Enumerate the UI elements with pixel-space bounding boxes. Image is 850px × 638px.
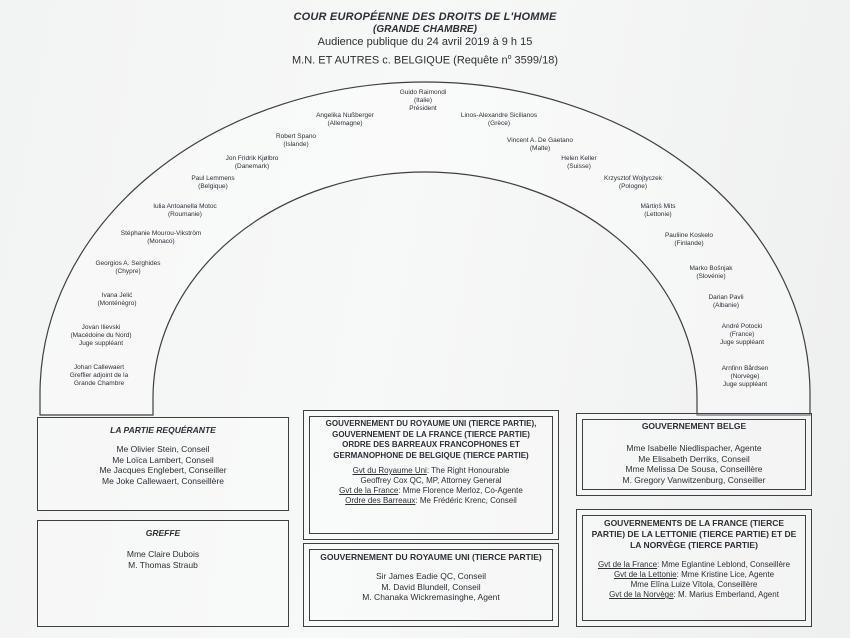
judge-seat: Georgios A. Serghides(Chypre) — [95, 260, 161, 275]
uk-government-box: GOUVERNEMENT DU ROYAUME UNI (TIERCE PART… — [303, 543, 559, 627]
third-party-box: GOUVERNEMENT DU ROYAUME UNI (TIERCE PART… — [303, 410, 559, 540]
box-title: GOUVERNEMENTS DE LA FRANCE (TIERCE PARTI… — [591, 518, 797, 550]
judge-seat: Ivana Jelić(Monténégro) — [97, 292, 137, 307]
list-item: Me Olivier Stein, Conseil — [116, 444, 210, 454]
arch-outline — [39, 81, 811, 416]
court-title: COUR EUROPÉENNE DES DROITS DE L'HOMME — [293, 11, 557, 23]
third-governments-list: Gvt de la France: Mme Eglantine Leblond,… — [587, 560, 801, 600]
box-inner-border — [582, 515, 806, 621]
list-item: M. Chanaka Wickremasinghe, Agent — [362, 592, 500, 602]
judge-seat: Linos-Alexandre Sicilianos(Grèce) — [460, 112, 538, 127]
judge-seat: Angelika Nußberger(Allemagne) — [316, 112, 374, 127]
list-item: M. David Blundell, Conseil — [381, 581, 481, 592]
list-item: Gvt du Royaume Uni: The Right Honourable — [352, 466, 510, 475]
uk-list: Sir James Eadie QC, Conseil M. David Blu… — [318, 571, 544, 603]
judge-seat: André Potocki(France)Juge suppléant — [719, 323, 765, 346]
list-item: Geoffrey Cox QC, MP, Attorney General — [360, 476, 502, 485]
registry-list: Mme Claire Dubois M. Thomas Straub — [38, 549, 288, 570]
list-item: Me Jacques Englebert, Conseiller — [99, 465, 227, 475]
box-inner-border — [309, 416, 553, 534]
applicant-list: Me Olivier Stein, Conseil Me Loïca Lambe… — [38, 444, 288, 486]
box-title: GOUVERNEMENT DU ROYAUME UNI (TIERCE PART… — [320, 552, 542, 562]
judge-seat: Darian Pavli(Albanie) — [708, 294, 744, 309]
document-header: COUR EUROPÉENNE DES DROITS DE L'HOMME (G… — [0, 11, 850, 67]
box-title: LA PARTIE REQUÉRANTE — [110, 425, 216, 435]
belgian-list: Mme Isabelle Niedlispacher, Agente Me El… — [585, 443, 803, 485]
list-item: Mme Elīna Luize Vītola, Conseillère — [630, 580, 758, 589]
registry-box: GREFFE Mme Claire Dubois M. Thomas Strau… — [37, 520, 289, 627]
chamber-subtitle: (GRANDE CHAMBRE) — [373, 24, 477, 35]
box-inner-border — [582, 419, 806, 490]
judge-seat: Mārtiņš Mits(Lettonie) — [640, 203, 676, 218]
list-item: Ordre des Barreaux: Me Frédéric Krenc, C… — [345, 496, 517, 505]
judge-seat: Helen Keller(Suisse) — [561, 155, 597, 170]
judge-seat: Robert Spano(Islande) — [275, 133, 317, 148]
judge-seat: Jovan Ilievski(Macédoine du Nord)Juge su… — [70, 324, 132, 347]
box-inner-border — [309, 549, 553, 621]
judge-seat: Vincent A. De Gaetano(Malte) — [506, 137, 574, 152]
judge-seat: Marko Bošnjak(Slovénie) — [689, 265, 733, 280]
box-title: GOUVERNEMENT DU ROYAUME UNI (TIERCE PART… — [325, 419, 537, 460]
judge-seat: Guido Raimondi(Italie)Président — [399, 89, 447, 112]
box-title: GREFFE — [145, 528, 181, 538]
judge-seat: Stéphanie Mourou-Vikström(Monaco) — [120, 230, 202, 245]
list-item: Gvt de la Lettonie: Mme Kristine Lice, A… — [613, 570, 775, 579]
applicant-party-box: LA PARTIE REQUÉRANTE Me Olivier Stein, C… — [37, 417, 289, 511]
list-item: Mme Isabelle Niedlispacher, Agente — [626, 443, 762, 453]
judge-seat: Iulia Antoanella Motoc(Roumanie) — [153, 203, 217, 218]
list-item: Mme Claire Dubois — [126, 549, 200, 559]
list-item: M. Thomas Straub — [128, 559, 198, 570]
third-party-list: Gvt du Royaume Uni: The Right Honourable… — [318, 466, 544, 506]
judge-seat: Paul Lemmens(Belgique) — [191, 175, 235, 190]
list-item: M. Gregory Vanwitzenburg, Conseiller — [622, 474, 766, 485]
judge-seat: Pauliine Koskelo(Finlande) — [664, 232, 714, 247]
list-item: Me Joke Callewaert, Conseillère — [102, 475, 224, 486]
third-governments-box: GOUVERNEMENTS DE LA FRANCE (TIERCE PARTI… — [576, 509, 812, 627]
list-item: Gvt de la France: Mme Florence Merloz, C… — [339, 486, 523, 495]
judge-seat: Krzysztof Wojtyczek(Pologne) — [603, 175, 663, 190]
list-item: Me Loïca Lambert, Conseil — [112, 454, 214, 465]
list-item: Mme Melissa De Sousa, Conseillère — [625, 464, 763, 474]
session-line: Audience publique du 24 avril 2019 à 9 h… — [317, 36, 533, 48]
belgian-government-box: GOUVERNEMENT BELGE Mme Isabelle Niedlisp… — [576, 413, 812, 496]
list-item: Me Elisabeth Derriks, Conseil — [638, 453, 750, 464]
judge-seat: Arnfinn Bårdsen(Norvège)Juge suppléant — [721, 365, 769, 388]
case-line: M.N. ET AUTRES c. BELGIQUE (Requête no 3… — [292, 54, 558, 67]
box-title: GOUVERNEMENT BELGE — [641, 421, 747, 431]
judge-seat: Jon Fridrik Kjølbro(Danemark) — [225, 155, 279, 170]
list-item: Gvt de la Norvège: M. Marius Emberland, … — [609, 590, 779, 599]
list-item: Gvt de la France: Mme Eglantine Leblond,… — [597, 560, 791, 569]
list-item: Sir James Eadie QC, Conseil — [375, 571, 487, 581]
